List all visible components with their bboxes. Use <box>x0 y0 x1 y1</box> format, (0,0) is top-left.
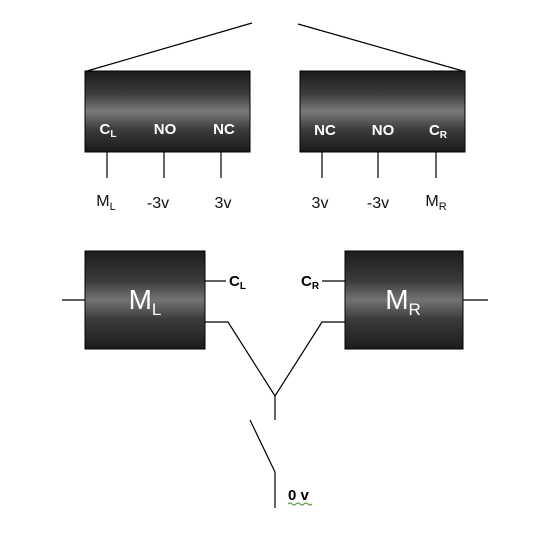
motor-right: MR <box>322 250 488 350</box>
relay-right-pin-nc: NC <box>314 122 336 139</box>
relay-right-label-3v: 3v <box>312 195 329 212</box>
relay-left-label-neg3v: -3v <box>147 195 169 212</box>
motor-left-terminal-label: CL <box>229 273 246 292</box>
ground-label: 0 v <box>288 487 310 504</box>
relay-right-body <box>299 70 466 153</box>
switch-blade <box>249 419 276 473</box>
relay-left-label-3v: 3v <box>215 195 232 212</box>
motor-left-name: ML <box>129 284 162 319</box>
relay-left-pin-cl: CL <box>100 121 117 140</box>
relay-right-pin-no: NO <box>372 122 395 139</box>
motor-right-terminal-label: CR <box>301 273 320 292</box>
relay-right-top-line <box>297 23 464 72</box>
relay-left-label-ml: ML <box>96 193 115 213</box>
motor-left: ML <box>62 250 226 350</box>
relay-right-label-mr: MR <box>425 193 446 213</box>
relay-right-label-neg3v: -3v <box>367 195 389 212</box>
relay-left-pin-nc: NC <box>213 121 235 138</box>
motor-left-body <box>84 250 206 350</box>
relay-left-pin-no: NO <box>154 121 177 138</box>
relay-left: CL NO NC <box>84 70 251 178</box>
junction-right-wire <box>274 321 345 397</box>
relay-right-pin-cr: CR <box>429 122 448 141</box>
motor-right-name: MR <box>385 284 421 319</box>
relay-left-top-line <box>86 22 253 72</box>
spellcheck-underline <box>287 502 313 506</box>
relay-right: NC NO CR <box>299 70 466 178</box>
relay-left-body <box>84 70 251 153</box>
junction-left-wire <box>205 321 276 397</box>
